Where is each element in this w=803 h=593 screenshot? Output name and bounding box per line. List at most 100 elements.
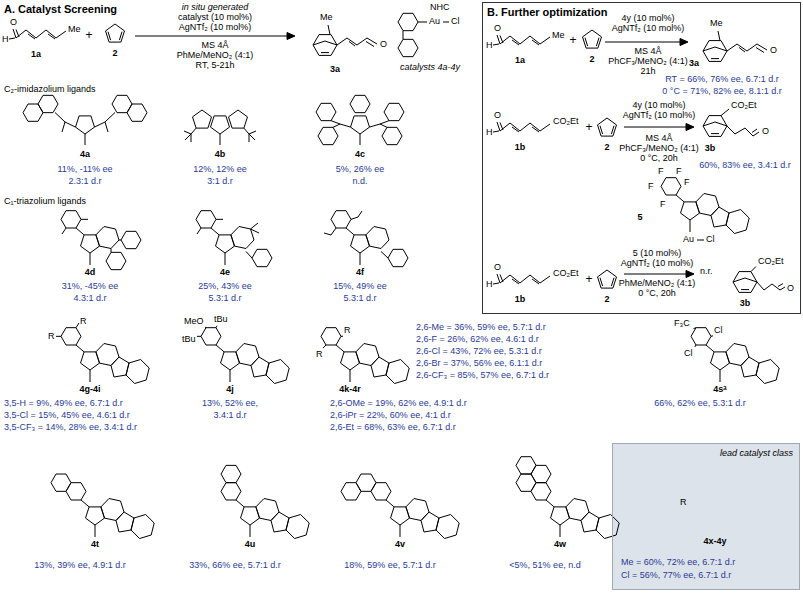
result-text: 66%, 62% ee, 5.3:1 d.r — [654, 398, 746, 408]
result-text: 13%, 52% ee, — [202, 398, 258, 408]
condition-text: 5 (10 mol%) — [633, 248, 682, 258]
chain-bond — [55, 113, 76, 128]
atom-label: R — [80, 316, 87, 326]
highlight-box: lead catalyst classMe = 60%, 72% ee, 6.7… — [612, 443, 800, 590]
bond-line — [624, 127, 687, 128]
ring-outline — [703, 41, 727, 62]
bond-line — [249, 134, 255, 140]
atom-label: CO₂Et — [553, 116, 579, 126]
result-text: 5.3:1 d.r — [208, 293, 241, 303]
compound-number: 2 — [604, 294, 609, 304]
compound-number: 1b — [515, 142, 526, 152]
bond-line — [349, 42, 355, 47]
bond-line — [216, 326, 217, 328]
compound-number: 4f — [356, 267, 364, 277]
bond-line — [360, 134, 361, 145]
bond-line — [370, 124, 381, 127]
bond-line — [197, 228, 201, 234]
bond-line — [718, 31, 720, 41]
compound-number: 2 — [604, 142, 609, 152]
result-text: 0 °C = 71%, 82% ee, 8.1:1 d.r — [662, 86, 781, 96]
compound-number: 4k-4r — [339, 384, 361, 394]
atom-label: F — [660, 199, 666, 209]
ring-outline — [76, 116, 95, 134]
ring-outline — [706, 344, 779, 384]
result-text: 2,6-Me = 36%, 59% ee, 5.7:1 d.r — [416, 322, 546, 332]
bond-line — [249, 131, 256, 134]
bond-line — [739, 48, 745, 53]
atom-label: O — [770, 45, 777, 55]
condition-text: PhCF₃/MeNO₂ (4:1) — [619, 143, 699, 153]
bond-line — [366, 42, 374, 47]
bond-line — [220, 134, 221, 145]
bond-line — [197, 336, 201, 337]
result-text: 12%, 12% ee — [193, 164, 247, 174]
atom-label: O — [787, 283, 794, 293]
plus-sign: + — [585, 273, 592, 287]
italic-note: catalysts 4a-4y — [400, 62, 460, 72]
panel-title: B. Further optimization — [487, 6, 607, 19]
atom-label: F₃C — [674, 318, 690, 328]
ring-outline — [196, 211, 216, 228]
ring-outline — [193, 110, 212, 128]
ring-outline — [398, 13, 418, 30]
result-text: 3.4:1 d.r — [213, 410, 246, 420]
bond-line — [9, 38, 15, 39]
compound-number: 4g-4i — [79, 384, 100, 394]
ring-outline — [516, 457, 536, 474]
bond-line — [752, 129, 757, 133]
atom-label: O — [494, 23, 501, 33]
plus-sign: + — [569, 34, 576, 48]
bond-line — [16, 30, 19, 38]
bond-line — [512, 40, 519, 45]
atom-label: F — [676, 166, 682, 176]
ring-outline — [318, 127, 338, 144]
ring-outline — [598, 118, 617, 136]
bond-line — [711, 335, 713, 337]
result-text: 33%, 66% ee, 5.7:1 d.r — [189, 560, 281, 570]
compound-number: 2 — [589, 54, 594, 64]
atom-label: NHC — [430, 2, 450, 12]
bond-line — [418, 22, 427, 23]
atom-label: Cl — [451, 16, 460, 26]
ring-outline — [61, 211, 81, 228]
ring-outline — [81, 499, 154, 539]
bond-line — [191, 128, 196, 134]
atom-label: Me — [68, 24, 81, 34]
italic-note: lead catalyst class — [720, 448, 793, 458]
bond-line — [512, 279, 519, 284]
condition-text: AgNTf₂ (10 mol%) — [612, 23, 685, 33]
result-text: 25%, 43% ee — [198, 281, 252, 291]
ring-outline — [221, 465, 241, 482]
bond-line — [756, 48, 764, 53]
result-text: n.d. — [352, 176, 367, 186]
compound-number: 1b — [515, 294, 526, 304]
ring-outline — [733, 272, 757, 293]
atom-label: Au — [429, 16, 440, 26]
atom-label: F — [648, 181, 654, 191]
bond-line — [251, 223, 259, 229]
ring-outline — [321, 328, 341, 345]
bond-line — [497, 274, 500, 283]
result-text: 2,6-Br = 37%, 56% ee, 6.1:1 d.r — [416, 358, 542, 368]
result-text: 2,6-CF₃ = 85%, 57% ee, 6.7:1 d.r — [416, 370, 549, 380]
compound-number: 4sᵃ — [713, 384, 726, 394]
ring-outline — [221, 483, 241, 500]
compound-number: 4d — [85, 267, 96, 277]
bond-line — [500, 275, 503, 283]
bond-line — [105, 122, 108, 132]
compound-number: 4t — [91, 539, 99, 549]
highlight-fill — [612, 443, 800, 590]
ring-outline — [336, 344, 409, 384]
condition-text: 0 °C, 20h — [638, 288, 676, 298]
atom-label: O — [380, 39, 387, 49]
atom-label: R — [316, 349, 323, 359]
result-text: 3,5-Cl = 15%, 45% ee, 4.6:1 d.r — [4, 410, 130, 420]
ring-outline — [386, 499, 459, 539]
ring-outline — [384, 103, 404, 120]
bond-line — [493, 131, 499, 132]
ring-outline — [106, 252, 126, 269]
result-text: 3,5-H = 9%, 49% ee, 6.7:1 d.r — [4, 398, 123, 408]
ring-outline — [51, 474, 71, 491]
